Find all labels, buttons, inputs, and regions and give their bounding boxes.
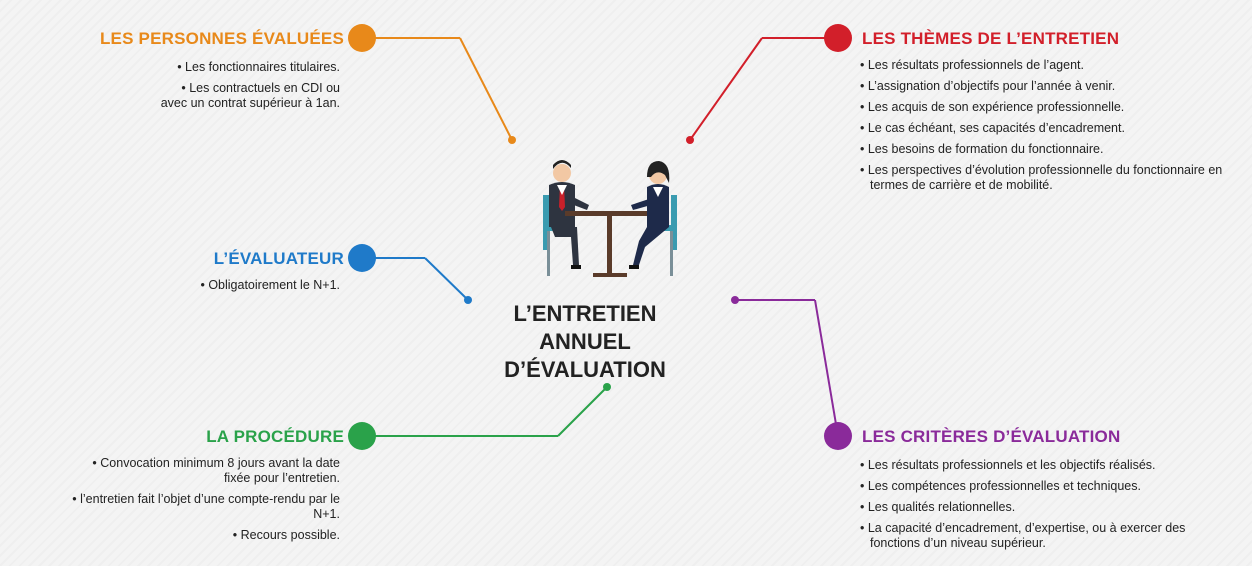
list-item: Les acquis de son expérience professionn… [860, 100, 1225, 115]
list-item: Les qualités relationnelles. [860, 500, 1230, 515]
node-purple [824, 422, 852, 450]
list-item: L’assignation d’objectifs pour l’année à… [860, 79, 1225, 94]
connector-orange-endpoint [508, 136, 516, 144]
connector-green-endpoint [603, 383, 611, 391]
section-procedure-title: LA PROCÉDURE [206, 427, 344, 446]
list-item: Les besoins de formation du fonctionnair… [860, 142, 1225, 157]
section-personnes-title: LES PERSONNES ÉVALUÉES [99, 29, 344, 48]
center-title-line-1: L’ENTRETIEN ANNUEL [513, 301, 657, 354]
connector-purple-endpoint [731, 296, 739, 304]
list-item: Les contractuels en CDI ou avec un contr… [80, 81, 340, 111]
connector-purple-diagonal [814, 299, 839, 437]
section-themes-list: Les résultats professionnels de l’agent.… [860, 58, 1225, 199]
center-title: L’ENTRETIEN ANNUEL D’ÉVALUATION [470, 300, 700, 384]
list-item: La capacité d’encadrement, d’expertise, … [860, 521, 1230, 551]
node-green [348, 422, 376, 450]
list-item: Le cas échéant, ses capacités d’encadrem… [860, 121, 1225, 136]
list-item: l’entretien fait l’objet d’une compte-re… [55, 492, 340, 522]
section-procedure-list: Convocation minimum 8 jours avant la dat… [55, 456, 340, 549]
connector-orange-diagonal [459, 37, 513, 141]
section-evaluateur-list: Obligatoirement le N+1. [80, 278, 340, 299]
list-item: Les compétences professionnelles et tech… [860, 479, 1230, 494]
connector-red-diagonal [689, 37, 763, 141]
center-title-line-2: D’ÉVALUATION [504, 357, 666, 382]
node-red [824, 24, 852, 52]
list-item: Les perspectives d’évolution professionn… [860, 163, 1225, 193]
section-themes-title: LES THÈMES DE L’ENTRETIEN [862, 29, 1120, 48]
section-criteres-list: Les résultats professionnels et les obje… [860, 458, 1230, 557]
connector-green-diagonal [557, 386, 608, 437]
list-item: Obligatoirement le N+1. [80, 278, 340, 293]
interview-illustration [543, 160, 677, 277]
node-orange [348, 24, 376, 52]
section-evaluateur-title: L’ÉVALUATEUR [213, 249, 344, 268]
list-item: Les fonctionnaires titulaires. [80, 60, 340, 75]
list-item: Les résultats professionnels et les obje… [860, 458, 1230, 473]
section-personnes-list: Les fonctionnaires titulaires. Les contr… [80, 60, 340, 117]
connector-blue-endpoint [464, 296, 472, 304]
list-item: Les résultats professionnels de l’agent. [860, 58, 1225, 73]
connector-blue-diagonal [424, 257, 469, 301]
connector-red-endpoint [686, 136, 694, 144]
list-item: Convocation minimum 8 jours avant la dat… [55, 456, 340, 486]
section-criteres-title: LES CRITÈRES D’ÉVALUATION [862, 427, 1121, 446]
list-item: Recours possible. [55, 528, 340, 543]
node-blue [348, 244, 376, 272]
